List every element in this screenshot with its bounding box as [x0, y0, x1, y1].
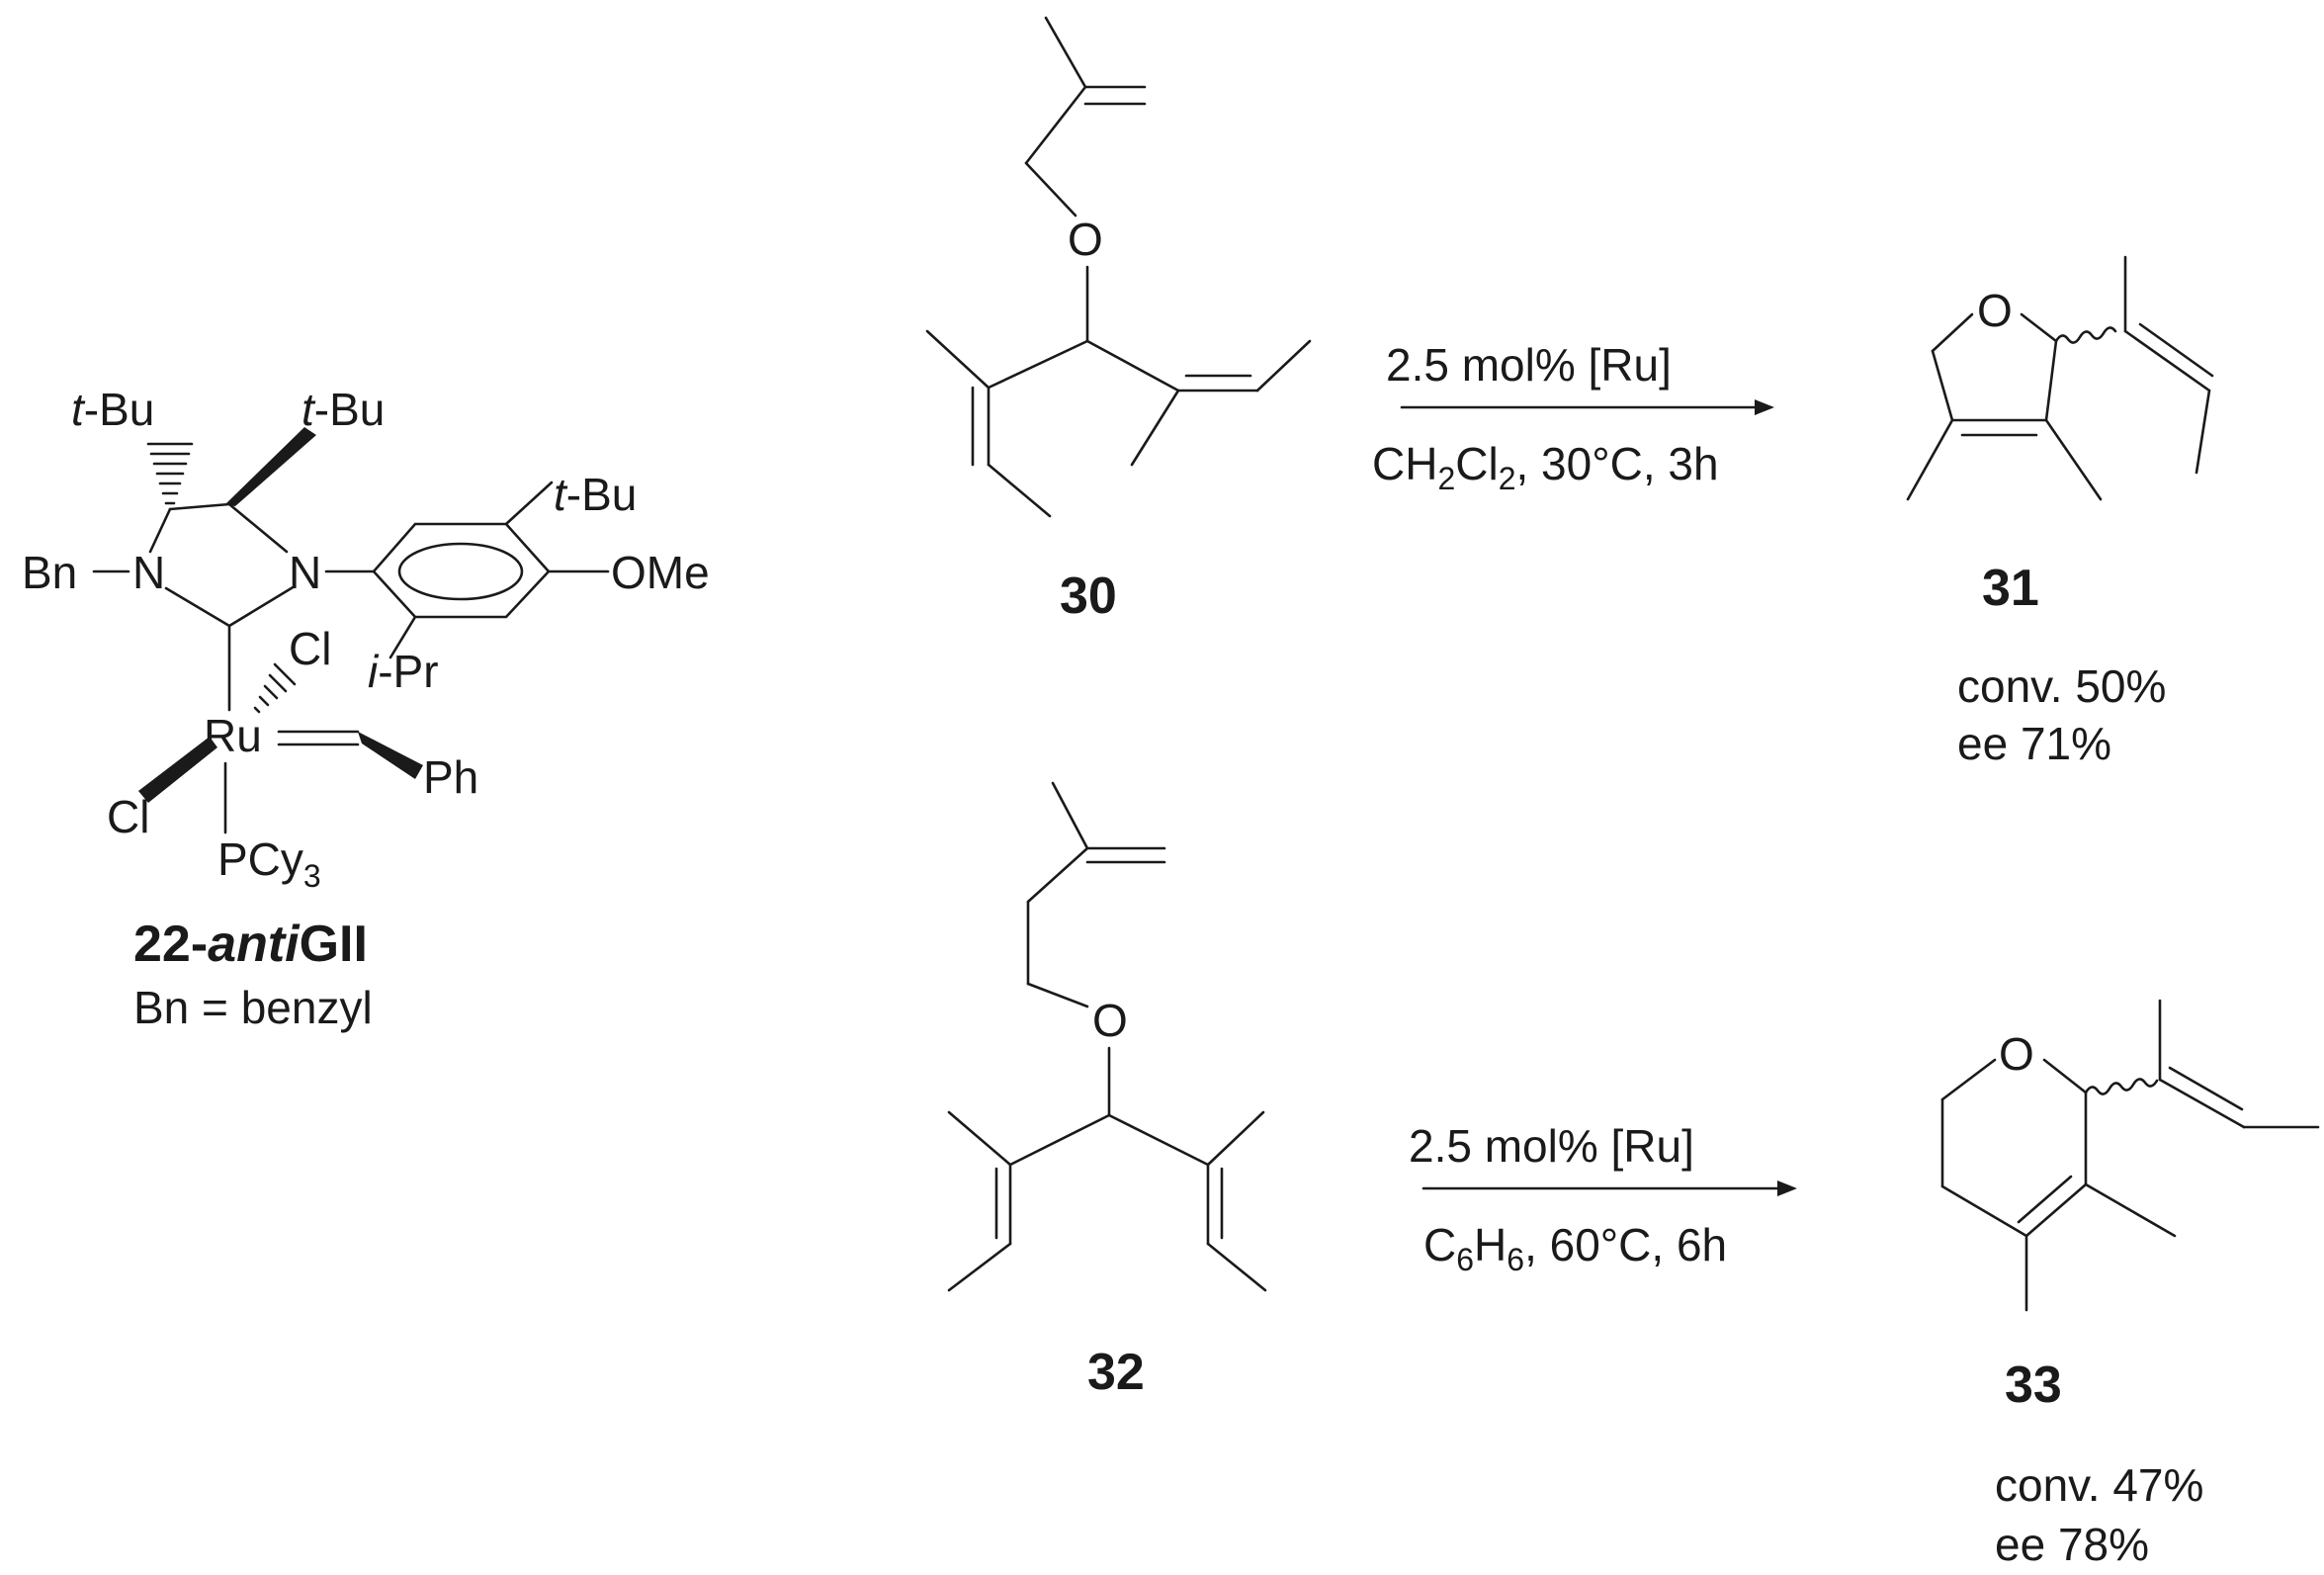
ee-31: ee 71%	[1957, 718, 2111, 769]
bond	[1085, 339, 1180, 393]
aryl-ipr-bond	[388, 615, 417, 659]
n-left-label: N	[132, 547, 165, 598]
n-right-label: N	[289, 547, 321, 598]
bond	[1008, 1113, 1111, 1167]
bond	[1130, 389, 1180, 467]
substrate-32: O 32	[947, 781, 1267, 1401]
bond	[2044, 418, 2103, 501]
bond	[1024, 161, 1077, 218]
bond	[1255, 339, 1312, 393]
ring-bond-n1-c2	[164, 586, 231, 628]
bond	[1940, 1058, 1997, 1101]
reagent-label: 2.5 mol% [Ru]	[1386, 339, 1672, 391]
pcy3-label: PCy3	[217, 833, 321, 894]
aryl-aromatic-circle	[397, 542, 524, 601]
arrow-head	[1755, 399, 1774, 415]
compound-32-number: 32	[1087, 1344, 1145, 1401]
bond	[1026, 982, 1089, 1008]
ph-label: Ph	[423, 751, 478, 803]
bond	[2168, 1066, 2244, 1111]
bond	[1026, 846, 1089, 904]
bond	[2017, 1175, 2073, 1224]
bond	[925, 329, 990, 390]
reaction-arrow-2: 2.5 mol% [Ru] C6H6, 60°C, 6h	[1409, 1120, 1797, 1277]
bond	[2138, 322, 2214, 378]
product-31: O 31 conv. 50% ee 71%	[1906, 255, 2214, 769]
oxygen-label: O	[1977, 285, 2013, 336]
bond	[1206, 1242, 1267, 1292]
compound-30-number: 30	[1060, 568, 1117, 625]
ring-bond-c4-n1	[148, 507, 172, 554]
hashed-bond-tbu-left	[146, 442, 194, 505]
reaction-arrow-1: 2.5 mol% [Ru] CH2Cl2, 30°C, 3h	[1372, 339, 1774, 496]
aryl-tbu-bond	[504, 481, 554, 526]
bond	[987, 463, 1052, 518]
conditions-label: CH2Cl2, 30°C, 3h	[1372, 438, 1719, 496]
substrate-30: O 30	[925, 16, 1312, 625]
bond	[1940, 1184, 2028, 1238]
ee-33: ee 78%	[1995, 1519, 2149, 1570]
tbu-aryl-label: t-Bu	[554, 469, 637, 520]
oxygen-label: O	[1068, 214, 1103, 265]
conditions-label: C6H6, 60°C, 6h	[1423, 1219, 1727, 1277]
tbu-right-label: t-Bu	[301, 384, 385, 435]
compound-31-number: 31	[1982, 560, 2039, 617]
oxygen-label: O	[1092, 995, 1128, 1046]
ru-label: Ru	[204, 710, 262, 761]
hashed-bond-ru-cl-upper	[253, 662, 297, 714]
product-33: O 33 conv. 47% ee 78%	[1940, 999, 2320, 1570]
ipr-label: i-Pr	[368, 646, 439, 697]
bond	[1906, 418, 1954, 501]
bond	[1044, 16, 1087, 89]
ring-bond-c4-c5	[168, 502, 231, 511]
bond	[2158, 1078, 2246, 1129]
oxygen-label: O	[1999, 1028, 2034, 1080]
wedge-bond-ph	[358, 732, 423, 779]
bond	[987, 339, 1089, 390]
catalyst-structure: t-Bu t-Bu t-Bu Bn N N OMe i-Pr Cl Ru Ph …	[22, 384, 710, 1033]
ring-bond-n3-c2	[227, 584, 297, 628]
bond	[1051, 781, 1089, 850]
compound-33-number: 33	[2005, 1356, 2062, 1414]
wavy-bond	[2054, 326, 2117, 344]
wavy-bond	[2084, 1078, 2159, 1095]
bond	[2024, 1182, 2088, 1238]
wedge-bond-ru-cl-lower	[138, 737, 217, 803]
reagent-label: 2.5 mol% [Ru]	[1409, 1120, 1694, 1172]
bn-definition: Bn = benzyl	[133, 982, 373, 1033]
ome-label: OMe	[611, 547, 710, 598]
bond	[947, 1110, 1012, 1167]
ring-bond-c5-n3	[227, 502, 289, 554]
bond	[1206, 1110, 1265, 1167]
bond	[2123, 329, 2211, 393]
bond	[2044, 339, 2058, 422]
tbu-left-label: t-Bu	[71, 384, 154, 435]
bond	[1024, 85, 1087, 165]
catalyst-name: 22-antiGII	[133, 916, 368, 973]
cl-lower-label: Cl	[107, 791, 149, 842]
wedge-bond-tbu-right	[225, 427, 316, 506]
bn-label: Bn	[22, 547, 77, 598]
bond	[2020, 312, 2058, 343]
bond	[2042, 1058, 2088, 1094]
bond	[1107, 1113, 1210, 1167]
conversion-33: conv. 47%	[1995, 1459, 2203, 1511]
bond	[947, 1242, 1012, 1292]
conversion-31: conv. 50%	[1957, 660, 2166, 712]
arrow-head	[1777, 1181, 1797, 1196]
bond	[2195, 389, 2211, 475]
cl-upper-label: Cl	[289, 623, 331, 674]
bond	[2084, 1182, 2177, 1238]
bond	[1931, 312, 1974, 353]
bond	[1931, 349, 1954, 422]
